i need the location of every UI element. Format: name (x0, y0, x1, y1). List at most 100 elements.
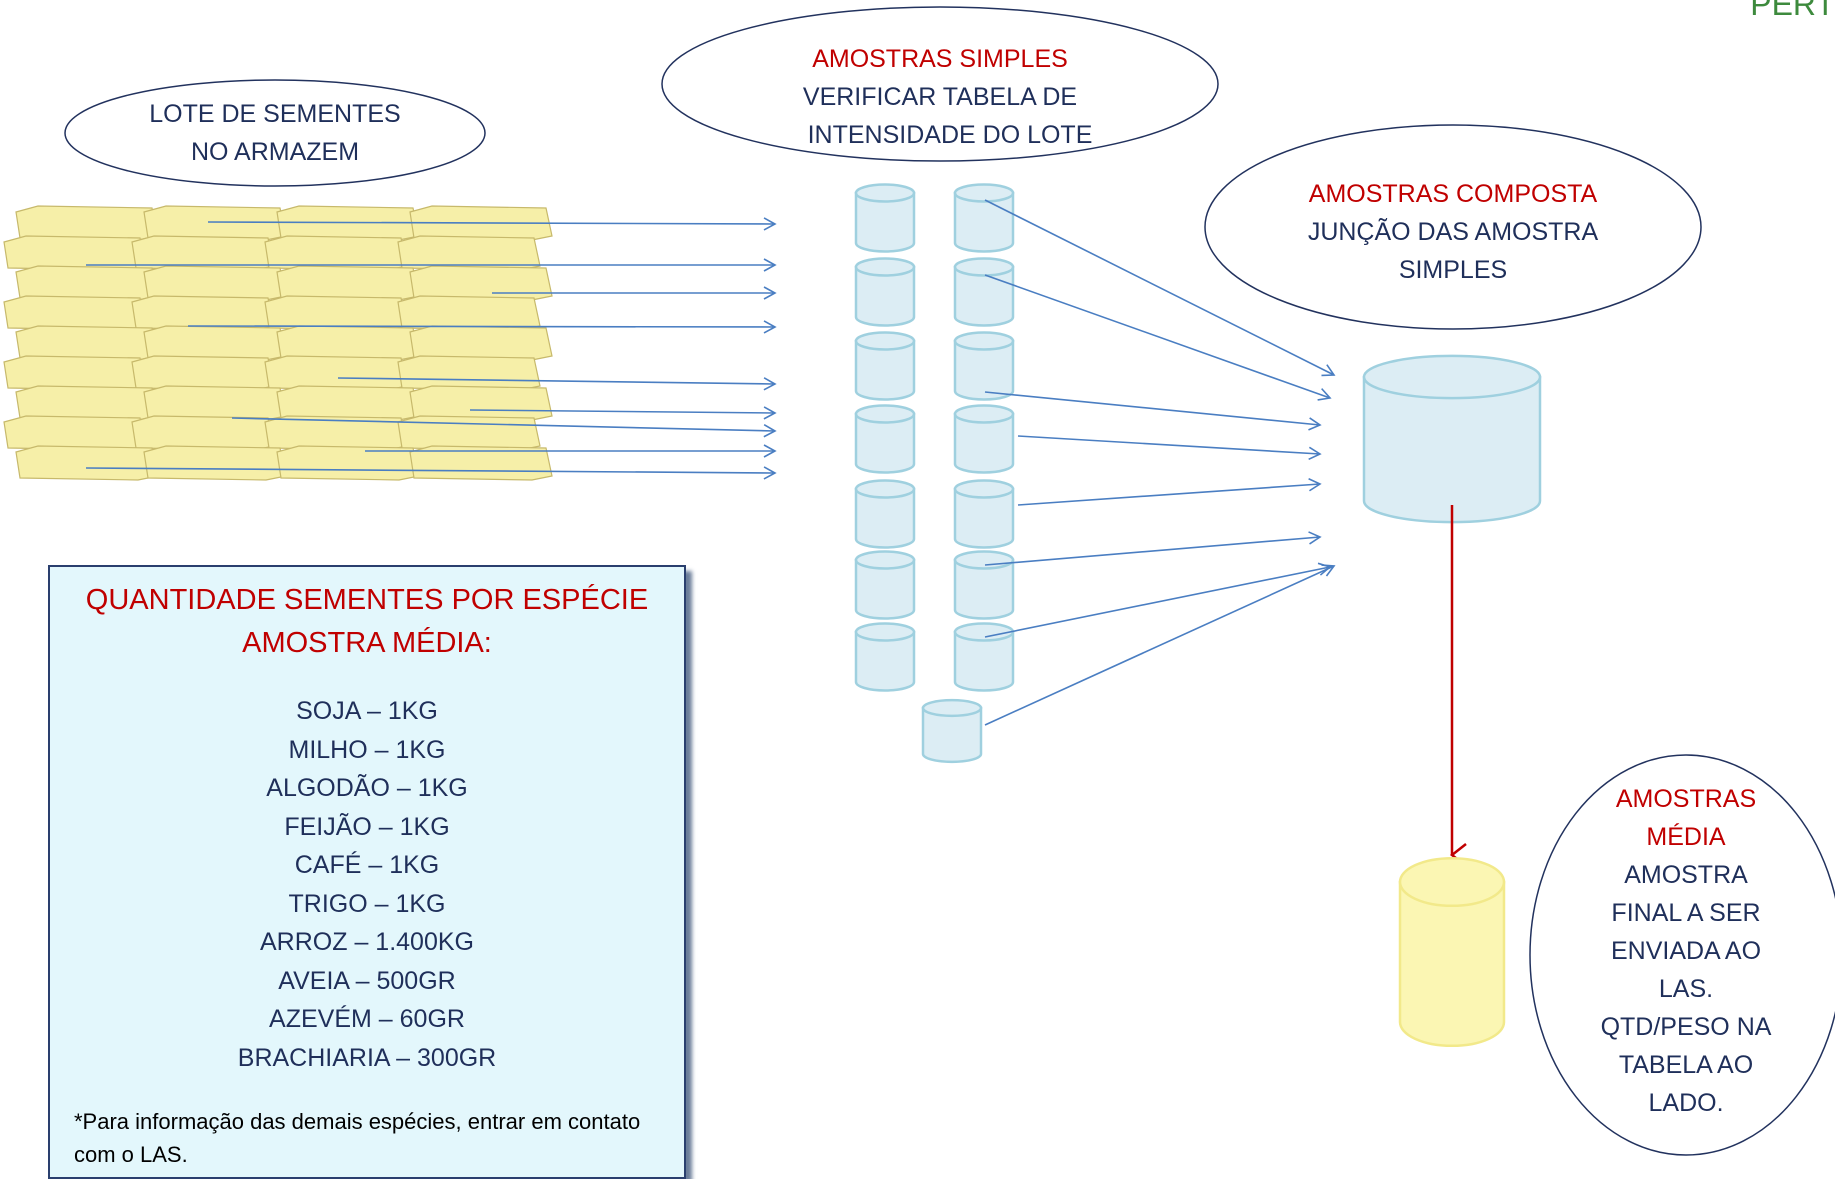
composite-ellipse (1204, 124, 1702, 330)
species-box-title-line1: QUANTIDADE SEMENTES POR ESPÉCIE (85, 584, 649, 616)
simple-sample-cylinder (953, 183, 1015, 253)
cylinder-body (953, 487, 1015, 549)
seed-bag (143, 445, 287, 481)
cylinder-top (953, 622, 1015, 642)
composite-cylinder-shape (1362, 354, 1542, 524)
average-line4: LAS. (1658, 975, 1714, 1003)
corner-text: PERT (1750, 0, 1835, 22)
lot-arrow (469, 406, 777, 420)
simple-samples-ellipse (661, 6, 1219, 162)
seed-bag (15, 325, 159, 361)
seed-bag (276, 385, 420, 421)
cylinder-body (854, 558, 916, 620)
cylinder-body (854, 339, 916, 401)
seed-bag (15, 385, 159, 421)
seed-bag (131, 415, 275, 451)
composite-label: AMOSTRAS COMPOSTA JUNÇÃO DAS AMOSTRA SIM… (1273, 175, 1633, 289)
lot-ellipse (64, 79, 486, 187)
seed-bag (3, 295, 147, 331)
seed-bag (276, 325, 420, 361)
seed-bag (409, 265, 553, 301)
average-title-line2: MÉDIA (1646, 823, 1726, 851)
species-item: BRACHIARIA – 300GR (237, 1043, 497, 1072)
species-item: ALGODÃO – 1KG (266, 774, 468, 802)
lot-label-line1: LOTE DE SEMENTES (149, 100, 401, 128)
lot-arrow (337, 377, 777, 391)
simple-samples-line2: INTENSIDADE DO LOTE (807, 121, 1093, 149)
seed-bag (276, 265, 420, 301)
composite-line2: SIMPLES (1398, 256, 1508, 284)
lot-arrow (187, 320, 777, 334)
cylinder-body (854, 630, 916, 692)
average-sample-ellipse (1529, 754, 1835, 1156)
species-quantity-box: QUANTIDADE SEMENTES POR ESPÉCIE AMOSTRA … (48, 565, 686, 1179)
seed-bag (143, 205, 287, 241)
cylinder-body (953, 265, 1015, 327)
average-cylinder-shape (1398, 856, 1506, 1048)
cylinder-body (854, 487, 916, 549)
lot-arrows (85, 217, 777, 480)
seed-bag (264, 295, 408, 331)
composite-arrow (984, 531, 1322, 566)
composite-line1: JUNÇÃO DAS AMOSTRA (1307, 218, 1599, 246)
species-item: CAFÉ – 1KG (294, 851, 440, 879)
cylinder-top (953, 479, 1015, 499)
simple-sample-cylinders (854, 183, 1015, 764)
composite-arrow (984, 564, 1336, 726)
species-list: SOJA – 1KG MILHO – 1KG ALGODÃO – 1KG FEI… (50, 692, 684, 1077)
seed-bag (131, 355, 275, 391)
simple-sample-cylinder (953, 550, 1015, 620)
cylinder-top (854, 622, 916, 642)
seed-bag (3, 415, 147, 451)
simple-sample-cylinder (854, 479, 916, 549)
species-box-note: *Para informação das demais espécies, en… (74, 1109, 641, 1167)
simple-sample-cylinder (854, 183, 916, 253)
simple-sample-cylinder (953, 479, 1015, 549)
species-item: MILHO – 1KG (288, 735, 446, 764)
seed-bag (409, 325, 553, 361)
cylinder-top (953, 550, 1015, 570)
cylinder-top (854, 550, 916, 570)
seed-bag (143, 385, 287, 421)
seed-bag (409, 385, 553, 421)
cylinder-top (854, 257, 916, 277)
seed-bag (264, 355, 408, 391)
seed-bag (276, 445, 420, 481)
simple-samples-line1: VERIFICAR TABELA DE (802, 83, 1078, 111)
cylinder-body (854, 191, 916, 253)
cylinder-body (854, 412, 916, 474)
seed-bag (397, 295, 541, 331)
lot-arrow (207, 217, 777, 231)
average-line7: LADO. (1648, 1089, 1724, 1117)
simple-sample-cylinder (953, 257, 1015, 327)
cylinder-top (854, 331, 916, 351)
seed-bag (131, 295, 275, 331)
composite-arrow (984, 562, 1332, 638)
composite-arrow (1017, 435, 1322, 461)
simple-sample-cylinder (953, 331, 1015, 401)
cylinder-body (1362, 375, 1542, 524)
seed-bag (143, 265, 287, 301)
cylinder-top (854, 183, 916, 203)
cylinder-top (1398, 856, 1506, 908)
seed-bag (15, 205, 159, 241)
seed-bag (397, 415, 541, 451)
average-title-line1: AMOSTRAS (1615, 785, 1757, 813)
species-item: AZEVÉM – 60GR (269, 1005, 465, 1033)
simple-sample-cylinder (854, 331, 916, 401)
composite-arrow (984, 391, 1322, 431)
cylinder-body (1398, 880, 1506, 1048)
composite-sample-cylinder (1362, 354, 1542, 524)
simple-sample-cylinder (854, 622, 916, 692)
seed-bags (3, 205, 553, 481)
simple-sample-cylinder (921, 698, 983, 764)
cylinder-top (1362, 354, 1542, 400)
average-line3: ENVIADA AO (1610, 937, 1762, 965)
species-box-title-line2: AMOSTRA MÉDIA: (242, 627, 492, 659)
simple-sample-cylinder (953, 404, 1015, 474)
species-item: TRIGO – 1KG (288, 889, 446, 918)
cylinder-top (854, 479, 916, 499)
cylinder-body (854, 265, 916, 327)
average-line5: QTD/PESO NA (1600, 1013, 1772, 1041)
